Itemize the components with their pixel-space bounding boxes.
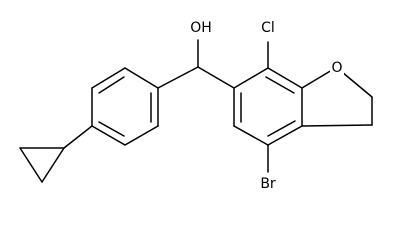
cyclopropyl-ring bbox=[19, 147, 65, 183]
phenyl-carbinol-bond bbox=[157, 66, 199, 89]
ring-oxygen-label: O bbox=[330, 59, 344, 77]
bromine-label: Br bbox=[257, 175, 279, 193]
carbinol-benzofuran-bond bbox=[197, 66, 235, 89]
dihydrofuran-ring bbox=[301, 69, 373, 127]
chlorine-label: Cl bbox=[258, 19, 278, 37]
phenyl-ring bbox=[91, 67, 159, 146]
svg-text:OH: OH bbox=[190, 20, 212, 36]
svg-text:O: O bbox=[331, 60, 342, 76]
svg-text:Cl: Cl bbox=[261, 20, 275, 36]
benzofuran-benzene-ring bbox=[233, 67, 303, 146]
svg-text:Br: Br bbox=[260, 176, 276, 192]
cyclopropyl-phenyl-bond bbox=[63, 125, 93, 149]
molecule-structure-diagram: OH Cl O Br bbox=[19, 19, 373, 193]
hydroxyl-label: OH bbox=[190, 19, 212, 37]
